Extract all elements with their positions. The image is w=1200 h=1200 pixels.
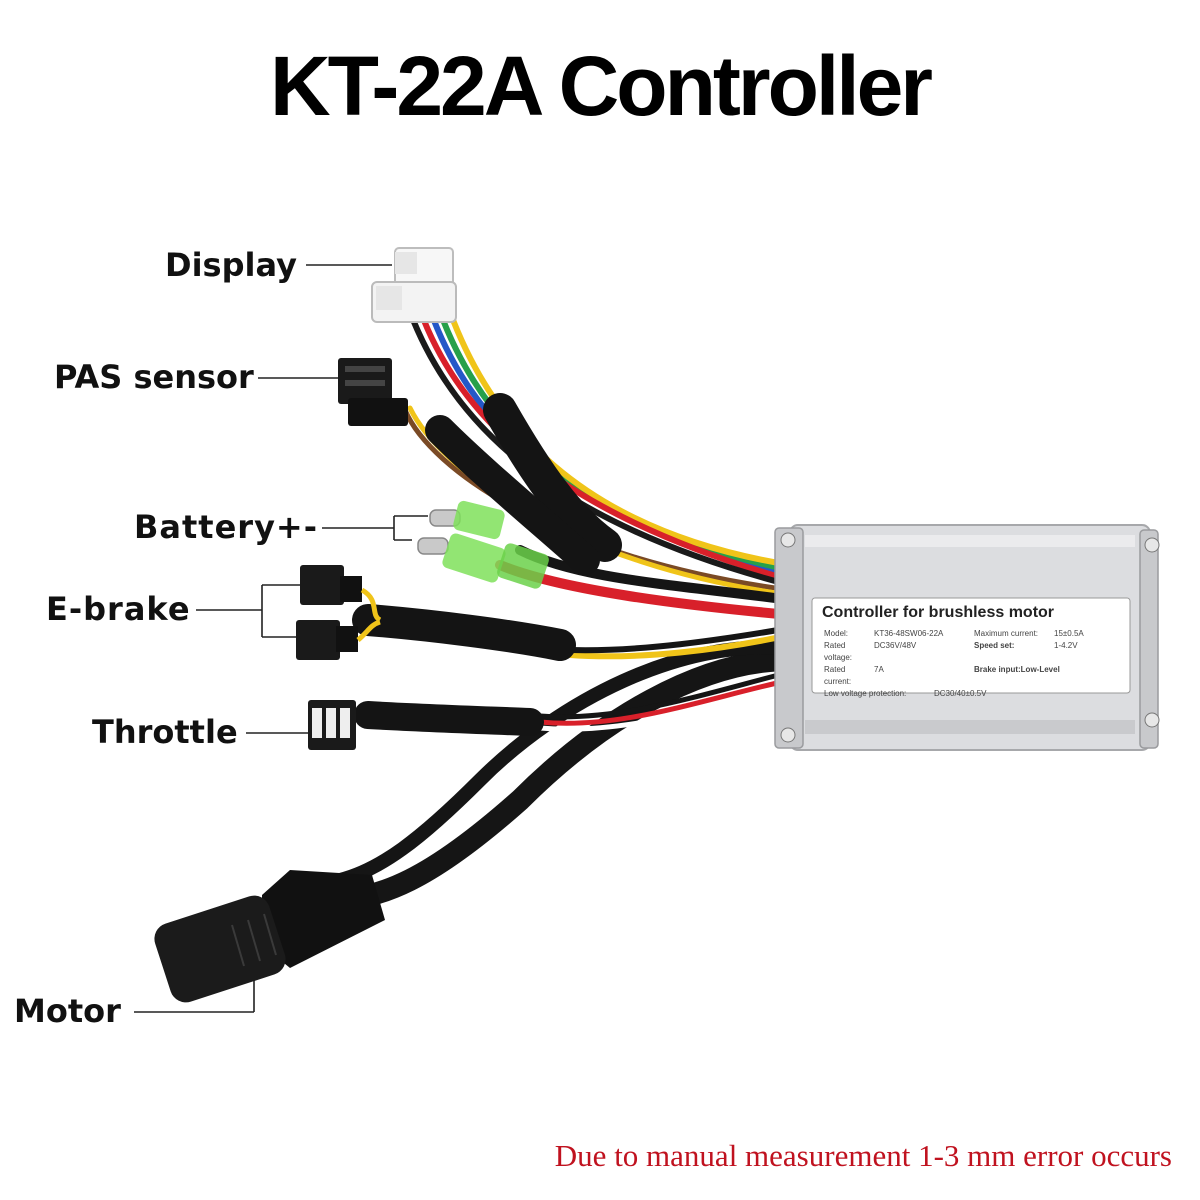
page-title: KT-22A Controller bbox=[270, 39, 933, 133]
pas-connector bbox=[338, 358, 408, 426]
controller-sticker bbox=[811, 597, 1131, 694]
label-motor: Motor bbox=[14, 992, 121, 1030]
sticker-row: Model: KT36-48SW06-22A Maximum current: … bbox=[824, 629, 1084, 638]
controller-housing bbox=[774, 524, 1160, 751]
sticker-rows: Model: KT36-48SW06-22A Maximum current: … bbox=[824, 628, 1124, 700]
throttle-connector bbox=[308, 700, 356, 750]
label-pas-sensor: PAS sensor bbox=[54, 358, 254, 396]
label-ebrake: E-brake bbox=[46, 590, 191, 628]
heat-shrink-sleeves bbox=[352, 393, 622, 736]
sticker-row: Low voltage protection: DC30/40±0.5V bbox=[824, 689, 987, 698]
sticker-row: Rated current: 7A Brake input:Low-Level bbox=[824, 665, 1060, 686]
leader-lines bbox=[134, 264, 428, 1013]
motor-connector bbox=[154, 870, 385, 1003]
label-battery: Battery+- bbox=[134, 508, 319, 546]
label-throttle: Throttle bbox=[92, 713, 238, 751]
sticker-heading: Controller for brushless motor bbox=[822, 604, 1055, 621]
battery-terminals bbox=[417, 500, 549, 589]
measurement-note: Due to manual measurement 1-3 mm error o… bbox=[554, 1138, 1172, 1173]
sticker-row: Rated voltage: DC36V/48V Speed set: 1-4.… bbox=[824, 641, 1078, 662]
label-display: Display bbox=[165, 246, 297, 284]
motor-cable bbox=[319, 649, 801, 911]
hall-cable bbox=[333, 640, 792, 887]
ebrake-connectors bbox=[296, 565, 382, 660]
display-connector bbox=[371, 247, 457, 323]
